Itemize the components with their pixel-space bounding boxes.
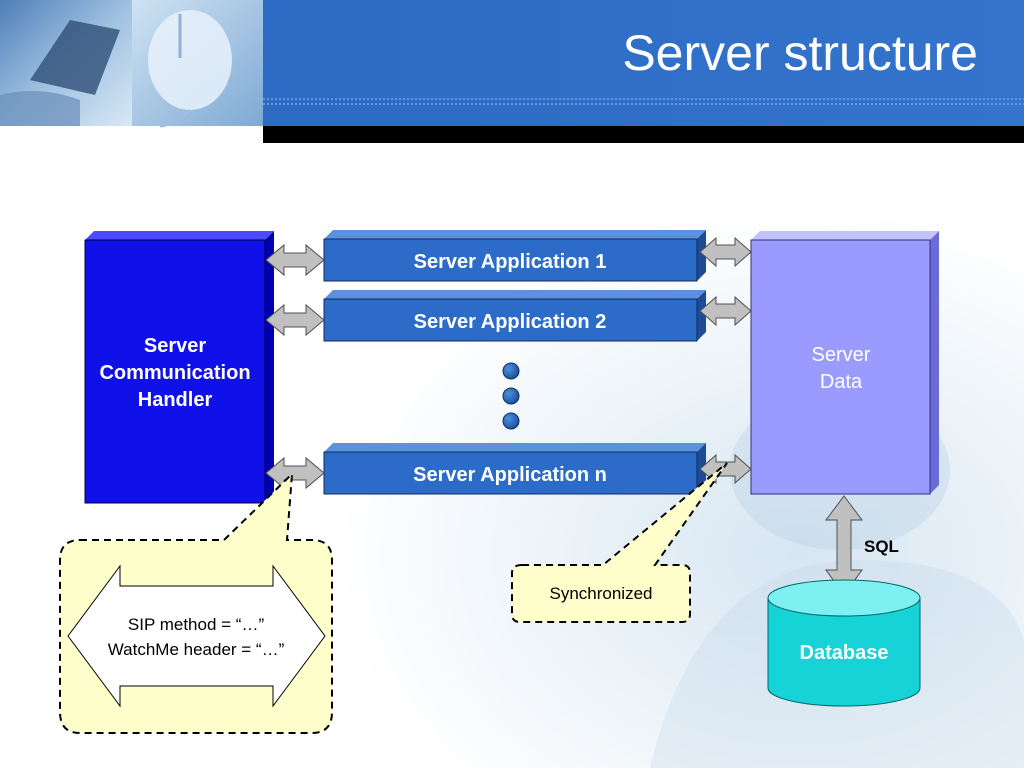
server-data-box xyxy=(750,231,939,495)
handler-label-line: Server xyxy=(143,335,207,357)
double-arrow-handler-app1 xyxy=(265,243,325,277)
sql-label: SQL xyxy=(864,537,899,556)
app-box-1 xyxy=(323,230,706,282)
app-label-2: Server Application 2 xyxy=(413,311,607,333)
double-arrow-app2-data xyxy=(699,295,752,327)
app-box-2 xyxy=(323,290,706,342)
sync-callout xyxy=(511,462,728,623)
server-data-line: Server xyxy=(811,344,871,366)
sip-label: SIP method = “…” WatchMe header = “…” xyxy=(76,612,316,662)
ellipsis-dot xyxy=(502,387,520,405)
header-banner xyxy=(0,0,1024,143)
database-cylinder xyxy=(767,579,921,707)
sync-label: Synchronized xyxy=(549,584,653,603)
double-arrow-app1-data xyxy=(699,236,752,268)
sip-callout xyxy=(59,471,333,734)
double-arrow-handler-app2 xyxy=(265,303,325,337)
sip-double-arrow xyxy=(67,564,326,708)
server-data-line: Data xyxy=(819,371,863,393)
handler-label-line: Communication xyxy=(99,362,251,384)
server-data-label: Server Data xyxy=(751,342,931,396)
app-label-1: Server Application 1 xyxy=(413,251,607,273)
slide-title: Server structure xyxy=(622,25,978,81)
database-label: Database xyxy=(799,642,889,664)
watchme-header-line: WatchMe header = “…” xyxy=(107,640,285,659)
handler-label-line: Handler xyxy=(137,389,213,411)
sip-method-line: SIP method = “…” xyxy=(127,615,265,634)
app-box-n xyxy=(323,443,706,495)
header-underline xyxy=(263,126,1024,143)
communication-handler-label: Server Communication Handler xyxy=(85,333,265,414)
ellipsis-dot xyxy=(502,412,520,430)
communication-handler-box xyxy=(84,231,274,504)
ellipsis-dot xyxy=(502,362,520,380)
app-label-n: Server Application n xyxy=(413,464,607,486)
